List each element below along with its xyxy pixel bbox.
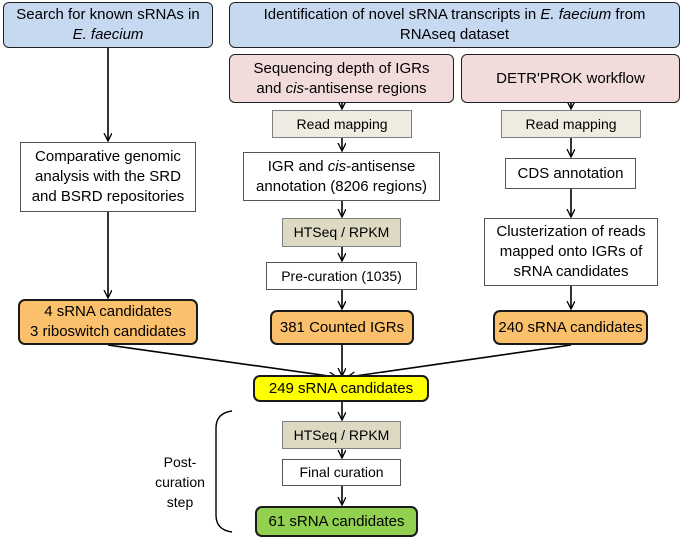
known-candidates-line2: 3 riboswitch candidates <box>30 323 186 340</box>
htseq-rpkm-middle-label: HTSeq / RPKM <box>293 224 390 240</box>
identification-header-box: Identification of novel sRNA transcripts… <box>229 2 680 48</box>
htseq-rpkm-middle-box: HTSeq / RPKM <box>282 218 401 247</box>
post-curation-line2: step <box>166 494 194 510</box>
htseq-rpkm-post-label: HTSeq / RPKM <box>293 426 390 443</box>
merged-candidates-box: 249 sRNA candidates <box>253 375 429 402</box>
clusterization-line3: sRNA candidates <box>513 263 629 280</box>
right-candidates-label: 240 sRNA candidates <box>498 319 643 336</box>
known-candidates-line1: 4 sRNA candidates <box>44 303 172 320</box>
final-candidates-label: 61 sRNA candidates <box>268 513 405 530</box>
sequencing-depth-line2-italic: cis <box>285 79 304 97</box>
igr-annotation-box: IGR and cis-antisense annotation (8206 r… <box>243 152 440 201</box>
detr-prok-label: DETR'PROK workflow <box>496 70 645 87</box>
post-curation-bracket <box>215 410 233 533</box>
comparative-line2: analysis with the SRD <box>35 168 181 185</box>
igr-annotation-line1-italic: cis <box>327 157 347 175</box>
final-candidates-box: 61 sRNA candidates <box>255 506 418 537</box>
htseq-rpkm-post-box: HTSeq / RPKM <box>282 421 401 449</box>
identification-line1-post: from <box>611 6 646 23</box>
search-known-line1: Search for known sRNAs in <box>16 6 200 23</box>
final-curation-box: Final curation <box>282 459 401 486</box>
pre-curation-label: Pre-curation (1035) <box>281 267 402 284</box>
identification-line2: RNAseq dataset <box>399 26 510 43</box>
cds-annotation-label: CDS annotation <box>517 165 624 182</box>
sequencing-depth-line1: Sequencing depth of IGRs <box>253 59 430 77</box>
known-candidates-box: 4 sRNA candidates 3 riboswitch candidate… <box>18 299 198 345</box>
right-candidates-box: 240 sRNA candidates <box>493 310 648 345</box>
search-known-line2: E. faecium <box>72 26 144 43</box>
counted-igrs-label: 381 Counted IGRs <box>279 319 405 336</box>
cds-annotation-box: CDS annotation <box>505 158 636 189</box>
read-mapping-middle-box: Read mapping <box>272 110 412 138</box>
clusterization-line1: Clusterization of reads <box>496 223 646 240</box>
merged-candidates-label: 249 sRNA candidates <box>268 380 414 397</box>
sequencing-depth-line2-pre: and <box>256 79 286 97</box>
clusterization-box: Clusterization of reads mapped onto IGRs… <box>484 218 658 286</box>
sequencing-depth-box: Sequencing depth of IGRs and cis-antisen… <box>229 54 454 103</box>
read-mapping-middle-label: Read mapping <box>296 115 388 132</box>
read-mapping-right-box: Read mapping <box>501 110 641 138</box>
igr-annotation-line1-post: -antisense <box>346 157 416 175</box>
igr-annotation-line2: annotation (8206 regions) <box>256 177 427 195</box>
identification-line1-italic: E. faecium <box>540 6 612 23</box>
detr-prok-workflow-box: DETR'PROK workflow <box>461 54 680 103</box>
search-known-srnas-box: Search for known sRNAs in E. faecium <box>3 2 213 48</box>
post-curation-line1: Post-curation <box>155 454 205 490</box>
counted-igrs-box: 381 Counted IGRs <box>270 310 414 345</box>
clusterization-line2: mapped onto IGRs of <box>499 243 643 260</box>
comparative-genomic-box: Comparative genomic analysis with the SR… <box>20 142 196 212</box>
final-curation-label: Final curation <box>299 464 384 480</box>
igr-annotation-line1-pre: IGR and <box>267 157 328 175</box>
comparative-line1: Comparative genomic <box>35 148 181 165</box>
read-mapping-right-label: Read mapping <box>525 115 617 132</box>
pre-curation-box: Pre-curation (1035) <box>266 262 417 290</box>
post-curation-step-label: Post-curation step <box>140 452 220 512</box>
comparative-line3: and BSRD repositories <box>31 188 185 205</box>
sequencing-depth-line2-post: -antisense regions <box>303 79 427 97</box>
identification-line1-pre: Identification of novel sRNA transcripts… <box>263 6 541 23</box>
